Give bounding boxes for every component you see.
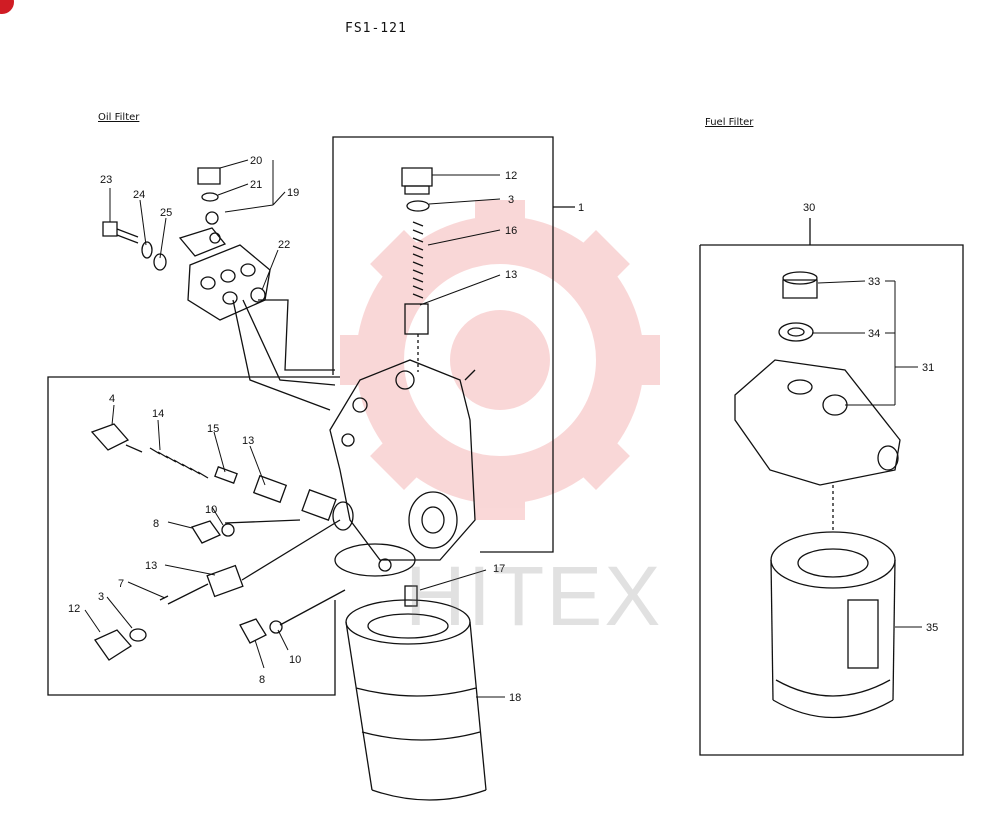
part-label-14: 14	[152, 408, 164, 420]
part-label-3-a: 3	[508, 194, 514, 206]
fuel-filter-title: Fuel Filter	[705, 117, 754, 128]
part-label-12-b: 12	[68, 603, 80, 615]
page-title: FS1-121	[345, 21, 407, 36]
part-label-8-b: 8	[259, 674, 265, 686]
part-label-31: 31	[922, 362, 934, 374]
frame-lower	[47, 376, 340, 696]
part-label-20: 20	[250, 155, 262, 167]
part-label-4: 4	[109, 393, 115, 405]
relief-valve-column	[401, 167, 433, 372]
fuel-frame	[699, 244, 964, 756]
oil-filter-housing	[329, 359, 476, 577]
part-label-34: 34	[868, 328, 880, 340]
part-label-35: 35	[926, 622, 938, 634]
part-label-1: 1	[578, 202, 584, 214]
part-label-13-c: 13	[145, 560, 157, 572]
part-label-17: 17	[493, 563, 505, 575]
fuel-filter-cartridge	[770, 531, 896, 719]
part-label-25: 25	[160, 207, 172, 219]
part-label-12-a: 12	[505, 170, 517, 182]
part-label-24: 24	[133, 189, 145, 201]
part-label-8-a: 8	[153, 518, 159, 530]
filter-bracket	[102, 167, 336, 411]
frame-upper	[332, 136, 554, 553]
part-label-33: 33	[868, 276, 880, 288]
watermark-gear-logo	[340, 200, 660, 520]
watermark-text: HITEX	[405, 549, 663, 643]
part-label-16: 16	[505, 225, 517, 237]
part-label-23: 23	[100, 174, 112, 186]
part-label-13-a: 13	[505, 269, 517, 281]
part-label-15: 15	[207, 423, 219, 435]
part-label-19: 19	[287, 187, 299, 199]
part-label-21: 21	[250, 179, 262, 191]
fuel-filter-head	[734, 271, 901, 530]
part-label-30: 30	[803, 202, 815, 214]
part-label-13-b: 13	[242, 435, 254, 447]
part-label-10-b: 10	[289, 654, 301, 666]
oil-filter-title: Oil Filter	[98, 112, 140, 123]
part-label-7: 7	[118, 578, 124, 590]
part-label-18: 18	[509, 692, 521, 704]
part-label-10-a: 10	[205, 504, 217, 516]
lower-valve-parts	[90, 423, 346, 661]
part-label-22: 22	[278, 239, 290, 251]
oil-filter-cartridge	[345, 585, 487, 801]
part-label-3-b: 3	[98, 591, 104, 603]
